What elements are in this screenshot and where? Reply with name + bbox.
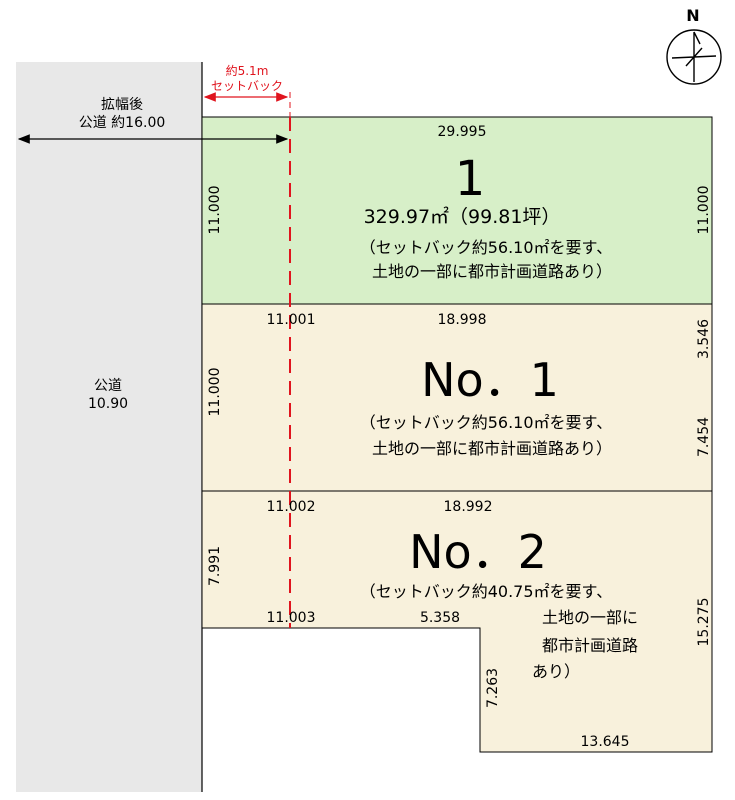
lot-no2-note-line2: 土地の一部に xyxy=(542,608,638,627)
lot-no1-east-dim-a: 3.546 xyxy=(696,319,712,359)
lot-no2-number: No．2 xyxy=(409,525,547,579)
public-road-west xyxy=(16,62,202,792)
lot-no2-west-dim: 7.991 xyxy=(207,546,223,586)
lot-no2-east-dim: 15.275 xyxy=(696,598,712,647)
lot-no2-area xyxy=(201,490,713,753)
lot-no2-note-line3: 都市計画道路 xyxy=(542,636,638,655)
public-road-width: 10.90 xyxy=(88,396,128,412)
setback-distance: 約5.1m xyxy=(226,63,269,78)
compass-north: N xyxy=(686,6,699,25)
widened-road-width: 公道 約16.00 xyxy=(79,115,166,131)
lot-no2-note-line1: （セットバック約40.75㎡を要す、 xyxy=(360,582,613,601)
lot-no1-north-dim-a: 11.001 xyxy=(267,312,316,328)
lot-1-west-dim: 11.000 xyxy=(207,186,223,235)
setback-label: セットバック xyxy=(211,79,283,93)
lot-1-east-dim: 11.000 xyxy=(696,186,712,235)
compass-needle-icon xyxy=(671,31,717,82)
lot-no2-inner-dim: 7.263 xyxy=(485,668,501,708)
lot-no1-note-line1: （セットバック約56.10㎡を要す、 xyxy=(360,413,613,432)
north-compass: N xyxy=(666,6,722,85)
lot-1-number: 1 xyxy=(455,151,486,207)
lot-no2-south-dim-b: 5.358 xyxy=(420,610,460,626)
lot-no2-note-line4: あり） xyxy=(532,662,580,681)
lot-no1-east-dim-b: 7.454 xyxy=(696,417,712,457)
lot-no1-north-dim-b: 18.998 xyxy=(438,312,487,328)
lot-1-north-dim: 29.995 xyxy=(438,124,487,140)
lot-1-area-text: 329.97㎡（99.81坪） xyxy=(364,205,561,228)
lot-no2-north-dim-b: 18.992 xyxy=(444,499,493,515)
lot-1-note-line1: （セットバック約56.10㎡を要す、 xyxy=(360,238,613,257)
lot-no2-north-dim-a: 11.002 xyxy=(267,499,316,515)
widened-road-label: 拡幅後 xyxy=(101,97,143,113)
lot-no2-south-dim-c: 13.645 xyxy=(581,734,630,750)
lot-no1-note-line2: 土地の一部に都市計画道路あり） xyxy=(372,439,612,458)
lot-no2-south-dim-a: 11.003 xyxy=(267,610,316,626)
lot-no1-west-dim: 11.000 xyxy=(207,368,223,417)
lot-no1-area xyxy=(201,303,713,492)
public-road-label: 公道 xyxy=(94,378,122,394)
lot-1-note-line2: 土地の一部に都市計画道路あり） xyxy=(372,262,612,281)
lot-no1-number: No．1 xyxy=(421,353,559,407)
